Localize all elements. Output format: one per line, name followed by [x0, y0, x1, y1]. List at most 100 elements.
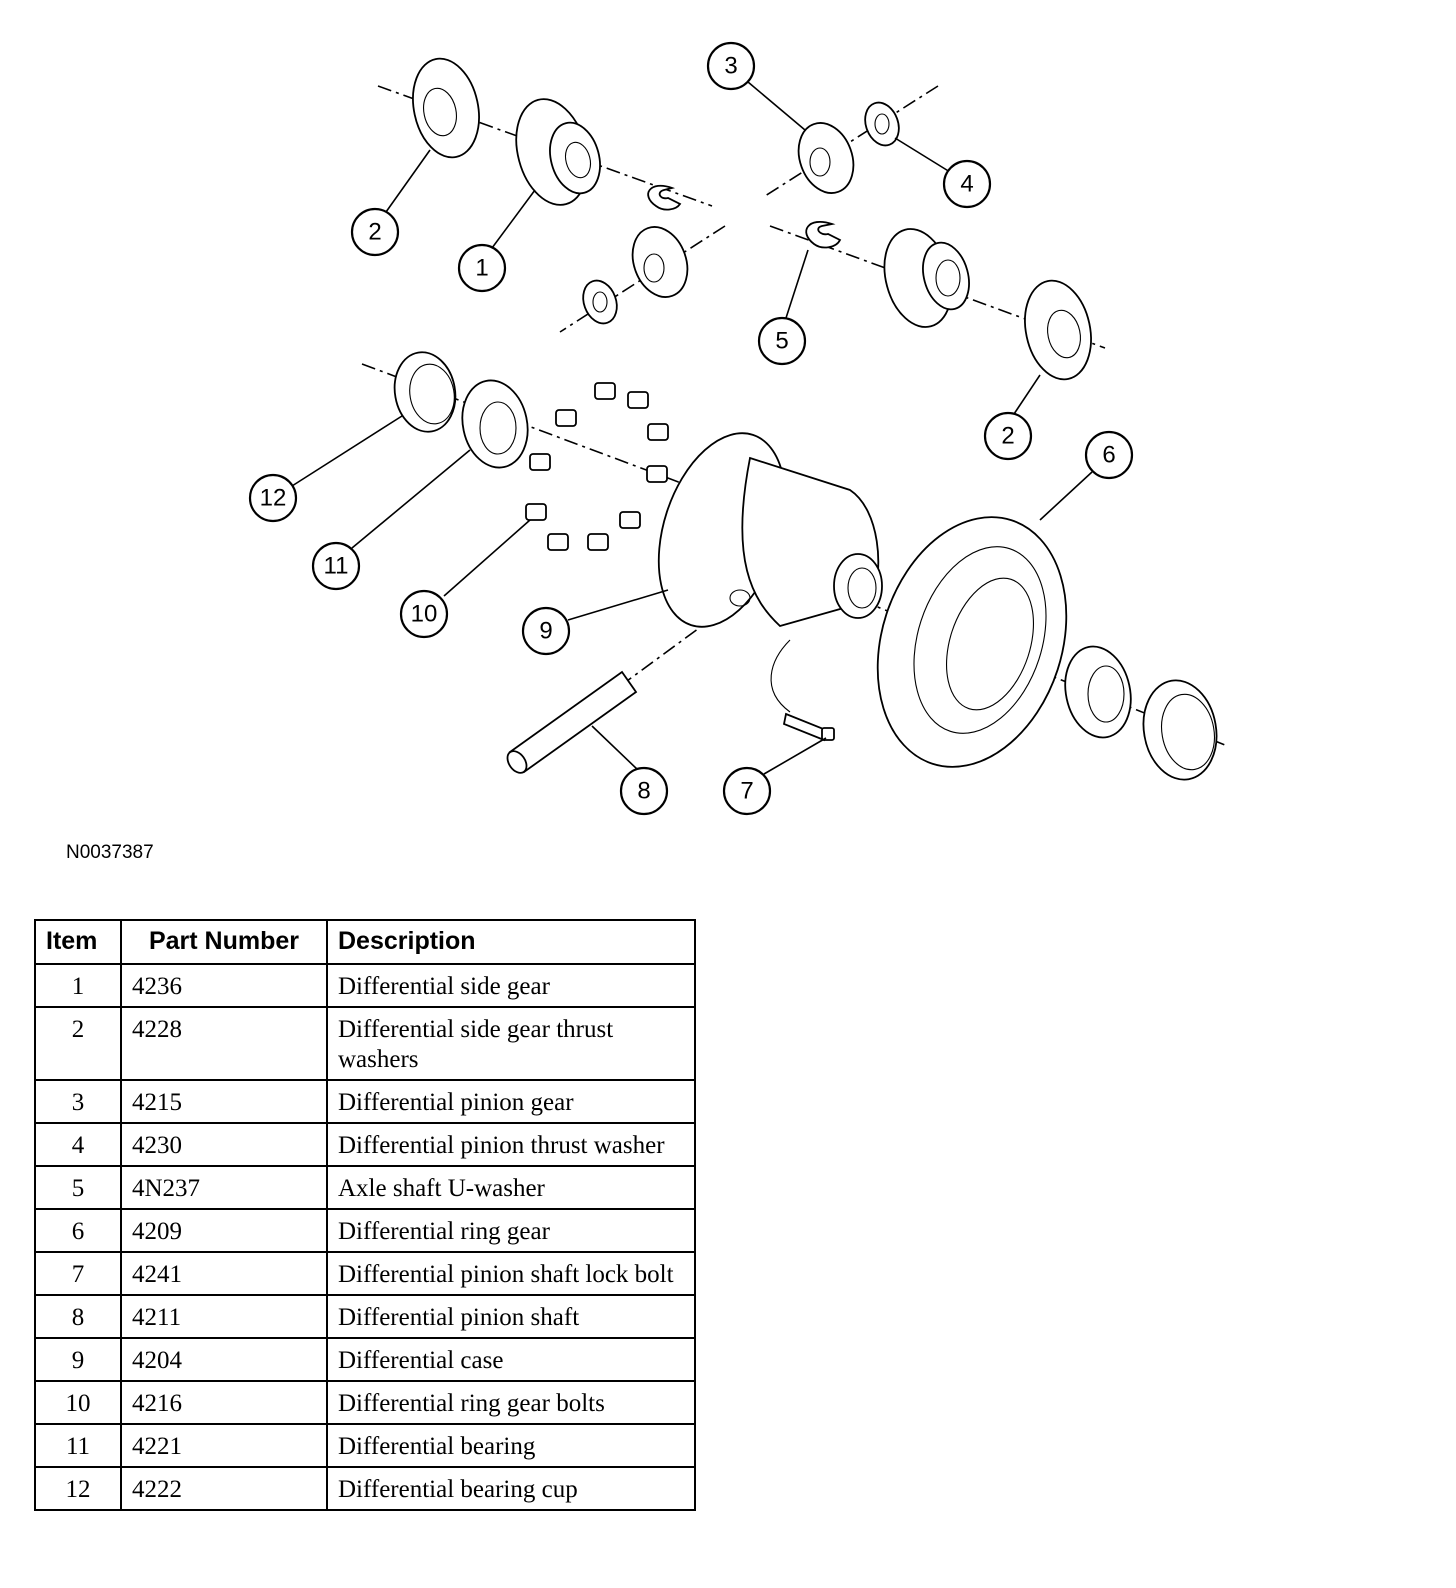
- svg-text:4: 4: [960, 171, 973, 198]
- cell-description: Axle shaft U-washer: [326, 1165, 696, 1210]
- exploded-differential-diagram: 1 2 3 4 5 2 6 12 11 10 9 8 7: [248, 41, 1226, 816]
- side-gear-right: [883, 228, 970, 328]
- cell-part-number: 4230: [120, 1122, 328, 1167]
- cell-part-number: 4215: [120, 1079, 328, 1124]
- cell-description: Differential bearing cup: [326, 1466, 696, 1511]
- cell-description: Differential pinion thrust washer: [326, 1122, 696, 1167]
- bearing-right: [1064, 645, 1132, 739]
- callout-9: 9: [521, 606, 571, 656]
- pinion-shaft: [506, 670, 638, 774]
- callout-7: 7: [722, 766, 772, 816]
- cell-part-number: 4241: [120, 1251, 328, 1296]
- cell-part-number: 4N237: [120, 1165, 328, 1210]
- cell-description: Differential bearing: [326, 1423, 696, 1468]
- ring-gear: [876, 516, 1068, 768]
- callout-10: 10: [399, 589, 449, 639]
- leader-line-3: [747, 81, 806, 131]
- u-washer-left: [647, 184, 682, 211]
- cell-part-number: 4236: [120, 963, 328, 1008]
- cell-description: Differential pinion shaft lock bolt: [326, 1251, 696, 1296]
- cell-description: Differential pinion gear: [326, 1079, 696, 1124]
- header-part-number: Part Number: [120, 919, 328, 965]
- leader-line-8: [591, 725, 639, 771]
- cell-item: 6: [34, 1208, 122, 1253]
- callout-2-right: 2: [983, 411, 1033, 461]
- callout-11: 11: [311, 541, 361, 591]
- cell-part-number: 4222: [120, 1466, 328, 1511]
- pinion-thrust-washer-upper: [864, 101, 900, 147]
- callout-8: 8: [619, 766, 669, 816]
- cell-item: 10: [34, 1380, 122, 1425]
- cell-part-number: 4221: [120, 1423, 328, 1468]
- pinion-gear-lower: [631, 226, 689, 298]
- cell-description: Differential pinion shaft: [326, 1294, 696, 1339]
- ring-gear-bolts: [525, 382, 669, 551]
- svg-text:2: 2: [368, 219, 381, 246]
- leader-line-4: [894, 137, 951, 173]
- svg-text:9: 9: [539, 618, 552, 645]
- cell-item: 4: [34, 1122, 122, 1167]
- header-description: Description: [326, 919, 696, 965]
- cell-description: Differential case: [326, 1337, 696, 1382]
- cell-item: 5: [34, 1165, 122, 1210]
- svg-text:1: 1: [475, 255, 488, 282]
- svg-text:7: 7: [740, 778, 753, 805]
- cell-item: 8: [34, 1294, 122, 1339]
- bearing-cup-right: [1142, 679, 1218, 781]
- table-header-row: Item Part Number Description: [34, 919, 696, 965]
- leader-line-10: [443, 519, 531, 597]
- leader-line-12: [291, 415, 403, 487]
- svg-text:12: 12: [260, 485, 287, 512]
- cell-part-number: 4228: [120, 1006, 328, 1081]
- cell-part-number: 4209: [120, 1208, 328, 1253]
- callout-4: 4: [942, 159, 992, 209]
- axis-line-pinion-upper: [764, 85, 939, 197]
- leader-line-11: [351, 449, 471, 549]
- callout-12: 12: [248, 473, 298, 523]
- cell-item: 2: [34, 1006, 122, 1081]
- cell-part-number: 4216: [120, 1380, 328, 1425]
- cell-item: 3: [34, 1079, 122, 1124]
- pinion-shaft-lock-bolt: [770, 639, 835, 742]
- header-item: Item: [34, 919, 122, 965]
- cell-description: Differential ring gear: [326, 1208, 696, 1253]
- callout-6: 6: [1084, 430, 1134, 480]
- u-washer-right: [805, 221, 842, 249]
- leader-line-9: [567, 589, 669, 621]
- cell-description: Differential side gear: [326, 963, 696, 1008]
- differential-case: [657, 432, 883, 628]
- leader-line-2-left: [385, 149, 431, 213]
- leader-line-5: [785, 249, 809, 319]
- callout-2-left: 2: [350, 207, 400, 257]
- cell-part-number: 4204: [120, 1337, 328, 1382]
- svg-text:8: 8: [637, 778, 650, 805]
- side-gear-thrust-washer-left: [412, 57, 480, 159]
- cell-part-number: 4211: [120, 1294, 328, 1339]
- side-gear-thrust-washer-right: [1024, 279, 1092, 381]
- pinion-thrust-washer-lower: [582, 279, 618, 325]
- cell-item: 11: [34, 1423, 122, 1468]
- leader-line-6: [1039, 471, 1093, 521]
- leader-line-7: [763, 737, 827, 775]
- pinion-gear-upper: [797, 122, 855, 194]
- callout-5: 5: [757, 316, 807, 366]
- svg-text:3: 3: [724, 53, 737, 80]
- cell-item: 1: [34, 963, 122, 1008]
- svg-text:10: 10: [411, 601, 438, 628]
- cell-description: Differential side gear thrust washers: [326, 1006, 696, 1081]
- callout-3: 3: [706, 41, 756, 91]
- cell-item: 12: [34, 1466, 122, 1511]
- svg-text:2: 2: [1001, 423, 1014, 450]
